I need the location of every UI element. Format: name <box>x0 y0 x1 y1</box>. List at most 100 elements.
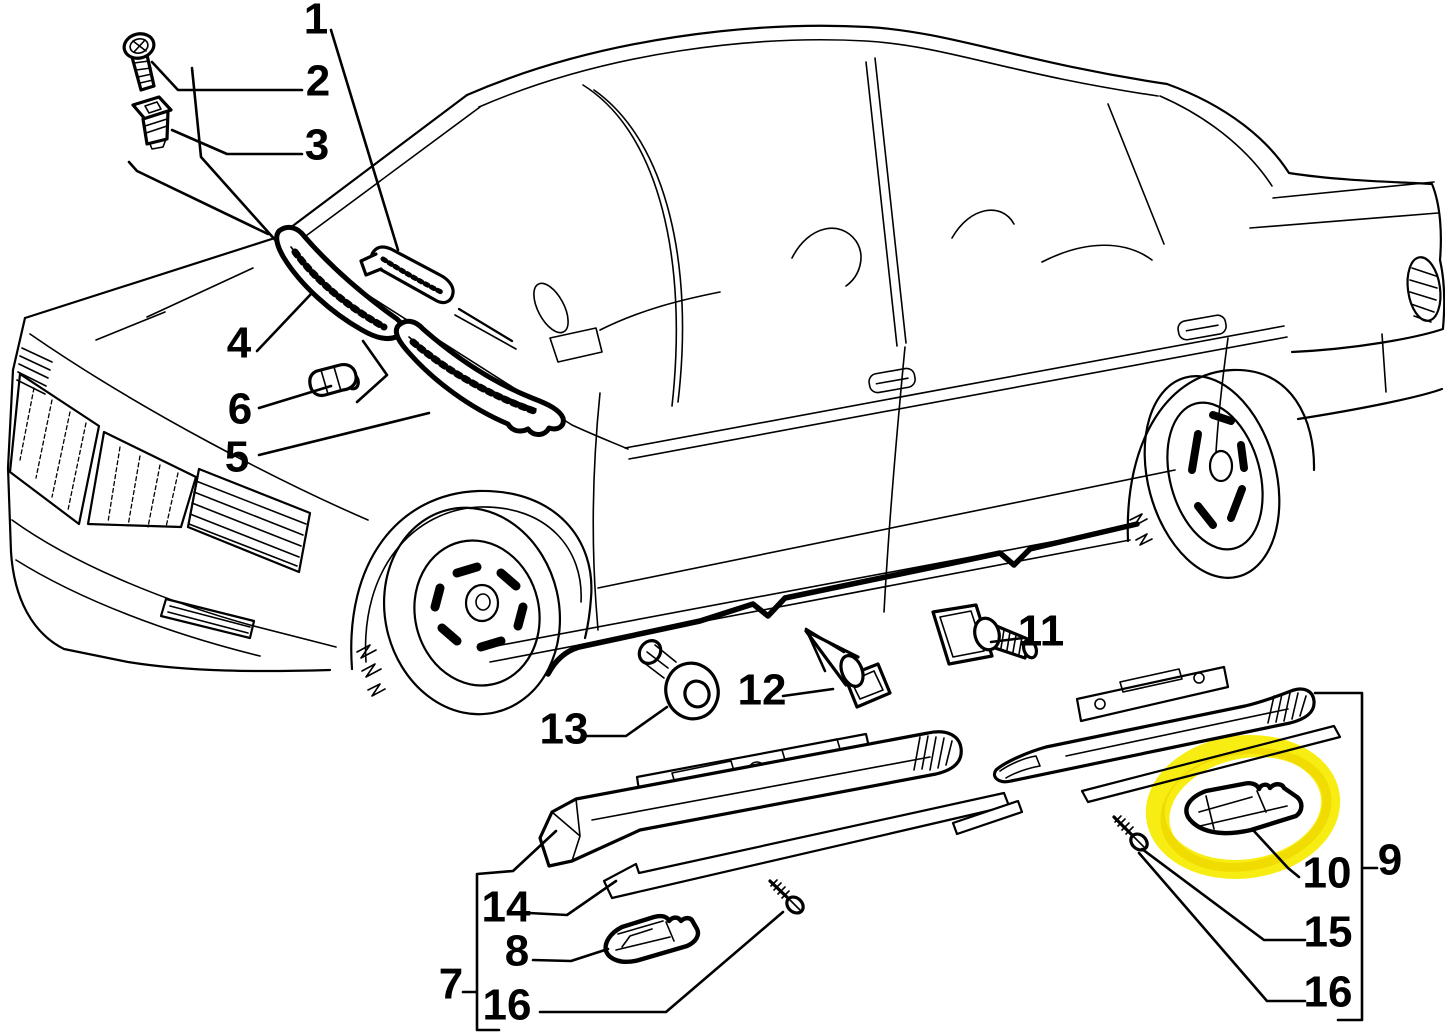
fender-hatch <box>356 644 386 697</box>
screw-part-2 <box>122 32 156 92</box>
highlight-marker <box>1145 735 1341 879</box>
front-fascia <box>6 316 332 673</box>
front-wheel-arch <box>350 489 593 671</box>
hood-edge <box>23 235 280 320</box>
leader-2 <box>150 60 304 92</box>
screw-part-15 <box>1112 815 1149 852</box>
left-molding-body <box>538 730 963 868</box>
leader-16-right <box>1137 851 1307 1003</box>
seat-front <box>791 227 862 287</box>
bracket-7 <box>461 829 558 1032</box>
leader-6 <box>257 384 333 410</box>
front-rim-slots <box>430 562 528 652</box>
hood-crease-2 <box>95 311 166 341</box>
beltline-inner <box>628 336 1288 460</box>
grommet-part-13 <box>637 639 720 721</box>
callout-11: 11 <box>1018 606 1065 655</box>
callout-7: 7 <box>439 959 463 1008</box>
end-cap-part-8 <box>603 913 701 965</box>
steering-wheel <box>533 282 569 334</box>
grille-wide <box>86 430 198 529</box>
screw-part-16-left <box>768 879 805 915</box>
rear-window-divider <box>1107 103 1165 245</box>
tail-light-hatch <box>1409 267 1438 323</box>
bumper-crease <box>15 559 261 657</box>
roof-inner-line <box>478 39 1159 108</box>
leader-8 <box>531 947 610 963</box>
callout-6: 6 <box>228 384 252 433</box>
callout-13: 13 <box>540 704 589 753</box>
trunk-lid-line <box>1272 181 1435 199</box>
clip-part-3 <box>131 95 173 150</box>
callout-14: 14 <box>482 882 531 931</box>
a-pillar-right <box>582 84 678 407</box>
front-grille <box>8 347 337 657</box>
cowl-strip-4 <box>274 224 405 342</box>
rear-deck <box>1165 82 1445 330</box>
right-bracket-plate <box>1075 665 1230 723</box>
front-hub <box>464 583 500 623</box>
wiper-blade <box>457 307 514 343</box>
rear-fender-hatch <box>1129 513 1153 546</box>
roof-line <box>465 24 1169 97</box>
end-cap-part-10 <box>1184 781 1304 836</box>
cone-clip-part-12 <box>804 629 892 709</box>
b-pillar <box>865 61 898 347</box>
car-outline <box>6 24 1445 673</box>
install-line-b <box>127 160 270 236</box>
leader-4 <box>255 292 313 353</box>
front-arch-lip <box>364 506 582 663</box>
leader-1 <box>329 28 400 252</box>
cowl-strip-5 <box>393 318 566 437</box>
right-short-strip <box>951 799 1024 836</box>
callout-12: 12 <box>738 665 787 714</box>
beltline <box>624 325 1285 449</box>
front-tire <box>382 506 562 716</box>
rear-wheel <box>1126 368 1316 579</box>
callout-2: 2 <box>306 56 330 105</box>
a-pillar-right-inner <box>593 89 684 403</box>
sill-mounting-line <box>545 521 1140 677</box>
pointer-6 <box>355 339 389 404</box>
leader-12 <box>781 687 835 698</box>
callout-15: 15 <box>1304 907 1353 956</box>
a-pillar-inner <box>294 106 481 245</box>
bracket-9 <box>1313 691 1379 1022</box>
nose-slats <box>16 347 53 395</box>
shoulder-line <box>1249 212 1439 229</box>
callout-16-right: 16 <box>1304 967 1353 1016</box>
cowl-to-belt <box>571 424 629 450</box>
callout-1: 1 <box>304 0 328 43</box>
callout-9: 9 <box>1378 835 1402 884</box>
callout-3: 3 <box>305 120 329 169</box>
leader-16-left <box>538 910 785 1014</box>
b-pillar-inner <box>874 57 907 344</box>
left-thin-strip <box>602 791 1011 900</box>
dashboard-line <box>599 291 721 331</box>
rear-tire <box>1143 375 1281 579</box>
leader-lines <box>127 28 1379 1032</box>
callouts: 1 2 3 4 5 6 7 8 9 10 11 12 13 14 15 16 1… <box>225 0 1402 1029</box>
rear-rim-slots <box>1188 411 1248 529</box>
rear-rim <box>1166 401 1264 551</box>
tail-light <box>1406 256 1442 322</box>
callout-4: 4 <box>227 318 252 367</box>
grille-narrow <box>8 372 101 526</box>
callout-5: 5 <box>225 432 249 481</box>
rear-bumper-bottom <box>1296 387 1444 421</box>
leader-5 <box>257 411 431 457</box>
rear-door-handle <box>1177 314 1227 341</box>
left-sill-molding <box>538 730 1011 900</box>
front-door-handle <box>868 367 916 394</box>
bumper-slot <box>159 597 256 640</box>
rear-wheel-arch <box>1126 368 1316 543</box>
callout-8: 8 <box>505 926 529 975</box>
wiper-arm <box>454 314 517 350</box>
leader-11 <box>989 636 1025 644</box>
right-molding-body <box>992 687 1316 784</box>
rear-bumper-seam <box>1381 333 1387 393</box>
rear-door-rear-seam <box>1215 337 1229 453</box>
seat-rear <box>951 209 1015 239</box>
